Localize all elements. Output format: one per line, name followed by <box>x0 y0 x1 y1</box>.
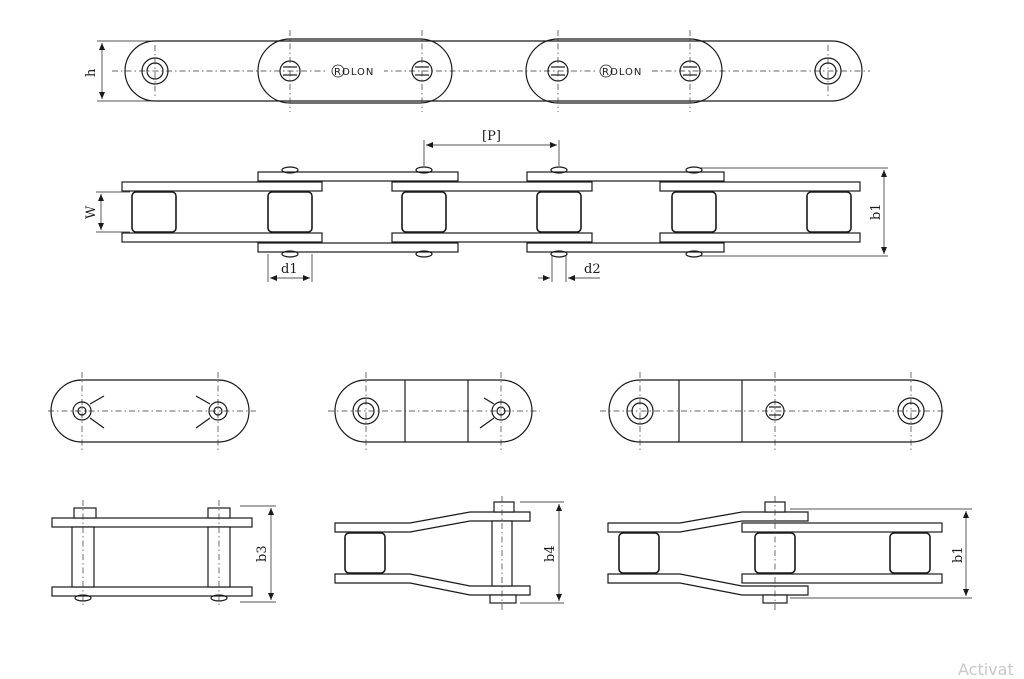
outer-link-plan: b3 <box>51 500 276 606</box>
dim-p: [P] <box>423 129 560 166</box>
brand-text: ROLON <box>602 67 642 78</box>
brand-text: ROLON <box>334 67 374 78</box>
dim-b4: b4 <box>520 501 564 604</box>
label-w: W <box>84 205 99 219</box>
top-plan-view: [P] W b1 d1 d2 <box>84 129 888 282</box>
offset-link-side <box>328 372 540 450</box>
dim-b1-bottom: b1 <box>790 508 972 599</box>
label-p: [P] <box>482 129 501 144</box>
double-offset-link-plan: b1 <box>607 496 972 610</box>
offset-link-plan: b4 <box>334 496 564 610</box>
top-side-view: ROLON ROLON h <box>84 30 870 112</box>
dim-d2: d2 <box>538 256 601 282</box>
dim-w: W <box>84 191 130 233</box>
brand-logo-1: ROLON <box>328 63 384 79</box>
label-h: h <box>84 68 99 77</box>
watermark-text: Activat <box>958 660 1014 679</box>
pin-heads <box>281 166 703 258</box>
label-b4: b4 <box>543 545 558 562</box>
dim-b1-top: b1 <box>700 167 888 257</box>
label-b1-top: b1 <box>869 203 884 220</box>
outer-link-side <box>48 372 256 450</box>
label-d2: d2 <box>584 262 601 277</box>
label-b1-bottom: b1 <box>951 546 966 563</box>
rollers <box>131 191 852 233</box>
dim-b3: b3 <box>240 505 276 603</box>
dim-h: h <box>84 40 150 102</box>
dim-d1: d1 <box>267 254 313 282</box>
brand-logo-2: ROLON <box>596 63 652 79</box>
label-d1: d1 <box>281 262 298 277</box>
double-offset-link-side <box>600 372 946 450</box>
label-b3: b3 <box>255 545 270 562</box>
